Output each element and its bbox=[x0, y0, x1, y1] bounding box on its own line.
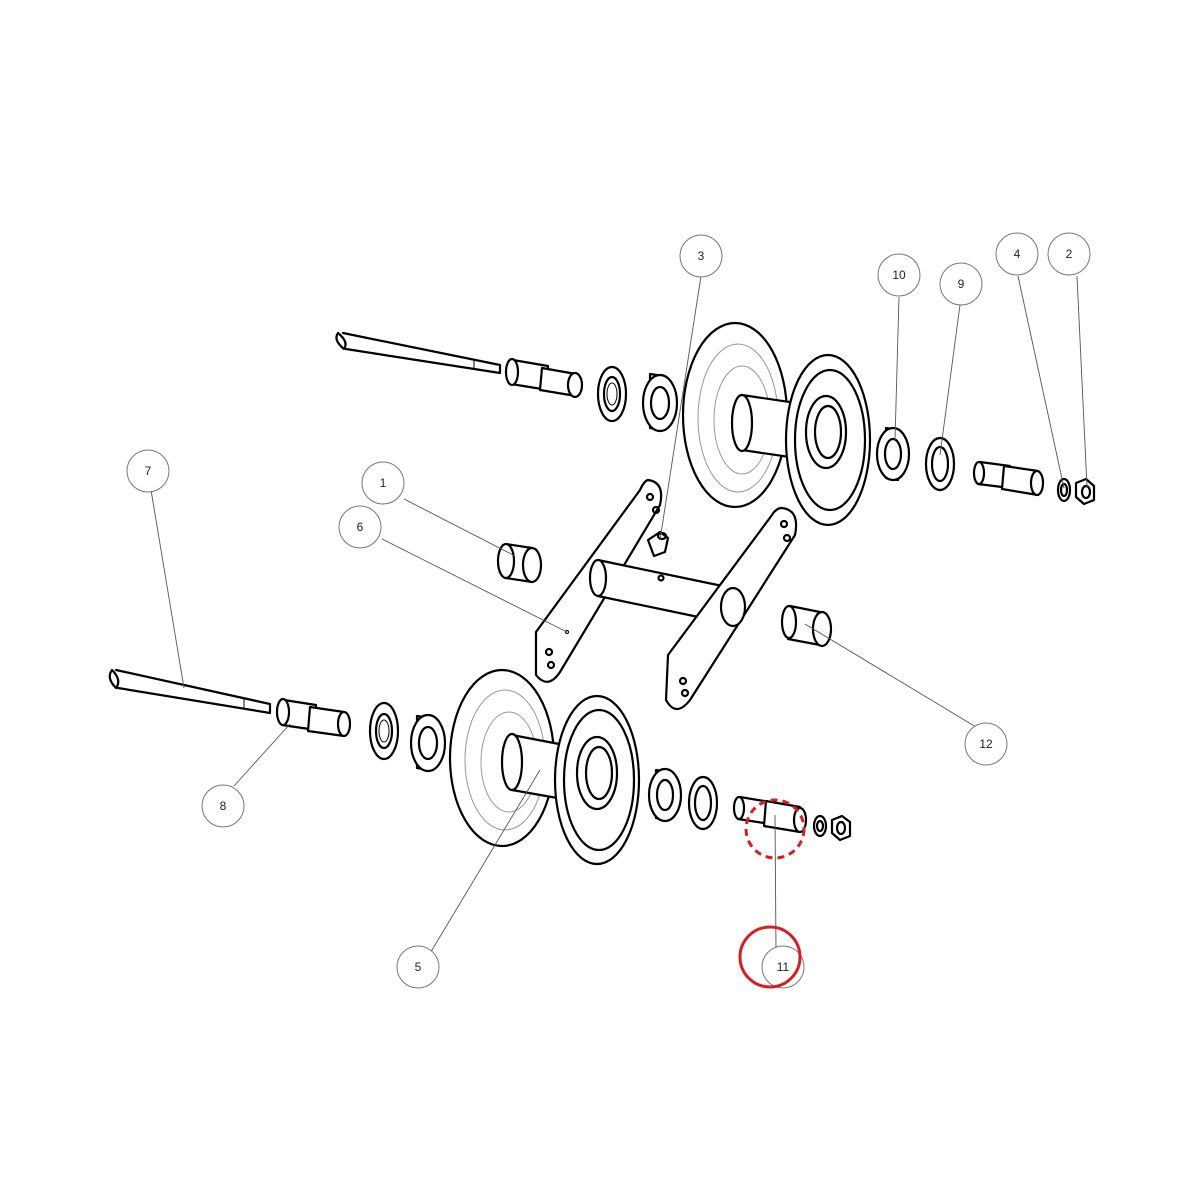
lower-bearing-left bbox=[409, 713, 447, 773]
upper-seal bbox=[596, 365, 628, 423]
upper-right-sleeve bbox=[972, 460, 1045, 497]
bushing-right bbox=[780, 604, 833, 648]
swing-arm bbox=[534, 478, 798, 711]
lower-right-sleeve bbox=[732, 795, 808, 834]
callout-3: 3 bbox=[679, 234, 723, 278]
highlight-dashed-circle bbox=[744, 798, 806, 860]
highlight-part-11 bbox=[738, 798, 806, 989]
callout-4: 4 bbox=[995, 232, 1039, 276]
lower-wheel-assembly bbox=[108, 668, 852, 866]
lower-nut bbox=[830, 814, 852, 842]
leader-lines bbox=[150, 275, 1088, 961]
upper-nut bbox=[1074, 477, 1096, 506]
lower-washer bbox=[812, 814, 828, 838]
callout-label-2: 2 bbox=[1066, 247, 1073, 261]
highlight-callout-ring bbox=[738, 925, 802, 989]
callout-label-1: 1 bbox=[380, 476, 387, 490]
lower-spacer-sleeve bbox=[275, 697, 352, 738]
upper-bearing-right bbox=[875, 426, 911, 482]
callout-1: 1 bbox=[361, 461, 405, 505]
upper-spacer-sleeve bbox=[504, 357, 584, 399]
upper-axle-bolt bbox=[335, 331, 502, 375]
upper-seal-right bbox=[924, 436, 956, 492]
callout-10: 10 bbox=[877, 253, 921, 297]
callout-label-12: 12 bbox=[979, 737, 993, 751]
callout-9: 9 bbox=[939, 262, 983, 306]
upper-washer bbox=[1056, 477, 1072, 503]
lower-wheel bbox=[448, 668, 641, 866]
callout-label-9: 9 bbox=[958, 277, 965, 291]
lower-axle-bolt bbox=[108, 668, 272, 715]
callout-7: 7 bbox=[126, 449, 170, 493]
lower-seal-right bbox=[687, 775, 719, 831]
callout-2: 2 bbox=[1047, 232, 1091, 276]
callout-label-6: 6 bbox=[357, 520, 364, 534]
upper-wheel bbox=[681, 321, 872, 527]
upper-wheel-assembly bbox=[335, 321, 1096, 527]
bushing-left bbox=[496, 542, 543, 584]
callout-label-8: 8 bbox=[220, 799, 227, 813]
lower-bearing-right bbox=[647, 767, 683, 823]
callout-label-5: 5 bbox=[415, 960, 422, 974]
lower-seal bbox=[368, 701, 400, 761]
callout-label-4: 4 bbox=[1014, 247, 1021, 261]
callout-label-3: 3 bbox=[698, 249, 705, 263]
callout-label-7: 7 bbox=[145, 464, 152, 478]
callout-12: 12 bbox=[964, 722, 1008, 766]
grease-fitting bbox=[646, 530, 670, 558]
upper-bearing-left bbox=[641, 372, 679, 433]
callout-label-10: 10 bbox=[892, 268, 906, 282]
callout-8: 8 bbox=[201, 784, 245, 828]
callout-5: 5 bbox=[396, 945, 440, 989]
callout-label-11: 11 bbox=[777, 960, 790, 974]
callout-6: 6 bbox=[338, 505, 382, 549]
